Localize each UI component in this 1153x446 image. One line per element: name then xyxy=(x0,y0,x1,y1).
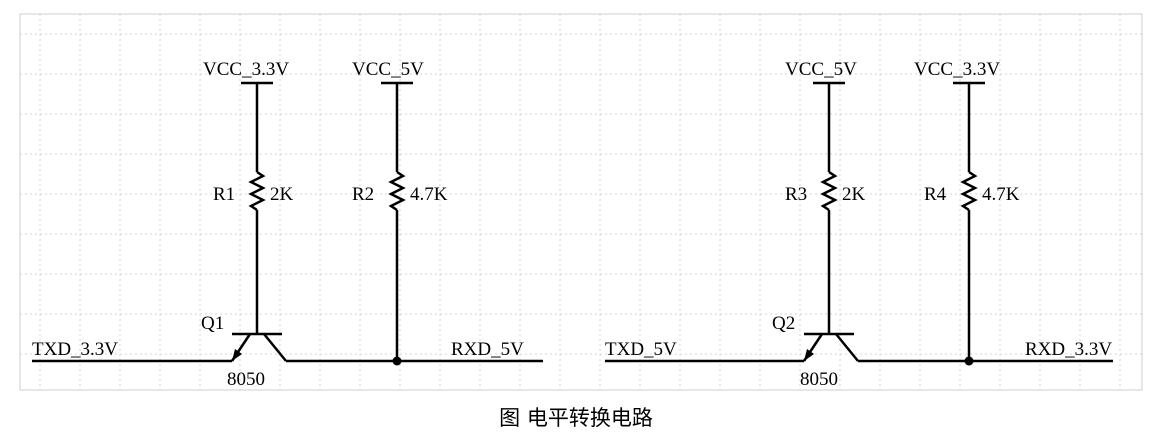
transistor-name: Q1 xyxy=(201,313,224,334)
r-right-value: 4.7K xyxy=(410,184,448,205)
sheet-border xyxy=(19,13,1143,391)
vcc-left-label: VCC_5V xyxy=(785,59,857,80)
transistor-q1-arrow xyxy=(232,349,242,361)
r-left-name: R3 xyxy=(785,184,807,205)
resistor-r1 xyxy=(248,170,266,212)
resistor-r2 xyxy=(388,170,406,212)
figure-caption: 图 电平转换电路 xyxy=(499,406,653,430)
circuit-2: VCC_5V VCC_3.3V R3 2K R4 4.7K Q2 8050 TX… xyxy=(605,59,1113,390)
junction-dot-2 xyxy=(964,356,974,366)
input-label: TXD_3.3V xyxy=(32,339,118,360)
transistor-q2-arrow xyxy=(804,349,814,361)
r-right-value: 4.7K xyxy=(982,184,1020,205)
r-left-value: 2K xyxy=(842,184,866,205)
transistor-q2-collector-leg xyxy=(835,333,859,362)
transistor-model: 8050 xyxy=(227,369,265,390)
resistor-r4 xyxy=(960,170,978,212)
r-left-value: 2K xyxy=(270,184,294,205)
r-right-name: R2 xyxy=(352,184,374,205)
r-right-name: R4 xyxy=(924,184,947,205)
vcc-left-label: VCC_3.3V xyxy=(203,59,289,80)
circuit-1: VCC_3.3V VCC_5V R1 2K R2 4.7K Q1 8050 TX… xyxy=(32,59,543,390)
vcc-right-label: VCC_5V xyxy=(352,59,424,80)
vcc-right-label: VCC_3.3V xyxy=(914,59,1000,80)
grid-background xyxy=(20,14,1142,390)
output-label: RXD_3.3V xyxy=(1025,339,1112,360)
transistor-q1-collector-leg xyxy=(263,333,287,362)
junction-dot-1 xyxy=(392,356,402,366)
resistor-r3 xyxy=(820,170,838,212)
input-label: TXD_5V xyxy=(605,339,677,360)
transistor-model: 8050 xyxy=(800,369,838,390)
output-label: RXD_5V xyxy=(451,339,524,360)
r-left-name: R1 xyxy=(213,184,235,205)
transistor-name: Q2 xyxy=(772,313,795,334)
